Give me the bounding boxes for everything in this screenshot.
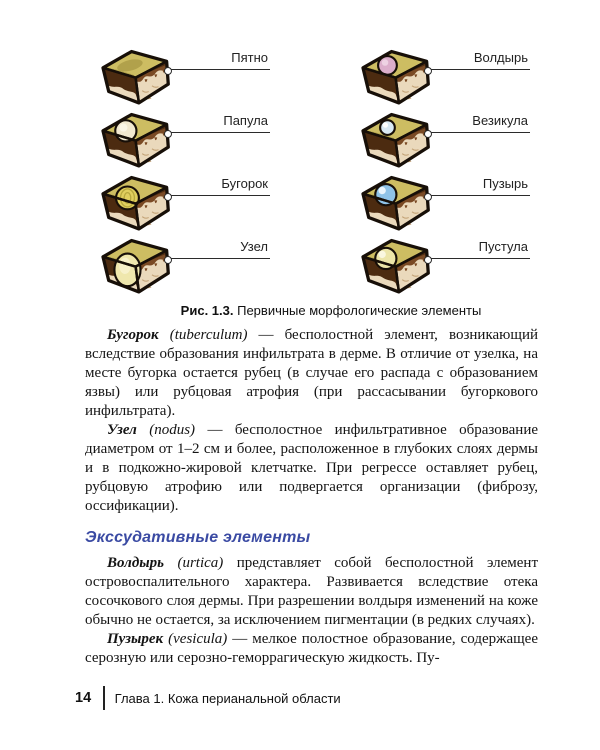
body-text: Бугорок (tuberculum) — бесполостной элем… xyxy=(0,318,600,668)
figure-label: Бугорок xyxy=(221,176,268,191)
paragraph-text: — бесполостное инфильтративное образован… xyxy=(85,422,539,514)
skin-cube-illustration xyxy=(361,175,430,231)
figure-label: Узел xyxy=(240,239,268,254)
skin-cube-illustration xyxy=(101,49,170,105)
figure-label: Папула xyxy=(223,113,268,128)
callout-dot-icon xyxy=(164,66,172,75)
term-latin: (vesicula) xyxy=(163,631,228,647)
figure-callout: Пузырь xyxy=(424,175,530,201)
figure-label: Пятно xyxy=(231,50,268,65)
figure-item-pustule: Пустула xyxy=(350,233,572,296)
figure-callout: Бугорок xyxy=(164,175,270,201)
callout-dot-icon xyxy=(424,129,432,138)
figure-item-spot: Пятно xyxy=(90,44,322,107)
callout-dot-icon xyxy=(424,255,432,264)
term-lead: Бугорок xyxy=(107,327,159,343)
paragraph-node: Узел (nodus) — бесполостное инфильтратив… xyxy=(85,421,538,516)
figure-label: Пустула xyxy=(478,239,528,254)
figure-item-vesicle: Везикула xyxy=(350,107,572,170)
paragraph-text: представляет собой бесполостной элемент … xyxy=(85,555,538,628)
figure-caption: Рис. 1.3. Первичные морфологические элем… xyxy=(90,303,572,318)
paragraph-text: — мелкое полостное образование, содержащ… xyxy=(85,631,538,666)
figure-1-3: Пятно Папула xyxy=(0,0,600,318)
chapter-title: Глава 1. Кожа перианальной области xyxy=(114,690,341,706)
figure-callout: Пустула xyxy=(424,238,530,264)
skin-cube-illustration xyxy=(361,49,430,105)
figure-callout: Папула xyxy=(164,112,270,138)
skin-cube-illustration xyxy=(361,112,430,168)
figure-column-right: Волдырь Везикула xyxy=(350,44,572,296)
figure-callout: Пятно xyxy=(164,49,270,75)
figure-label: Волдырь xyxy=(473,50,528,65)
callout-dot-icon xyxy=(424,66,432,75)
skin-cube-illustration xyxy=(101,112,170,168)
callout-dot-icon xyxy=(164,255,172,264)
figure-grid: Пятно Папула xyxy=(90,44,572,296)
figure-callout: Волдырь xyxy=(424,49,530,75)
page-number: 14 xyxy=(75,690,92,706)
footer-divider xyxy=(103,686,105,710)
callout-dot-icon xyxy=(164,192,172,201)
paragraph-tubercle: Бугорок (tuberculum) — бесполостной элем… xyxy=(85,326,538,421)
figure-caption-number: Рис. 1.3. xyxy=(180,303,234,318)
figure-item-bulla: Пузырь xyxy=(350,170,572,233)
figure-callout: Узел xyxy=(164,238,270,264)
figure-caption-text: Первичные морфологические элементы xyxy=(237,303,482,318)
figure-item-node: Узел xyxy=(90,233,322,296)
term-lead: Волдырь xyxy=(107,555,165,571)
term-latin: (urtica) xyxy=(164,555,224,571)
figure-label: Пузырь xyxy=(482,176,528,191)
skin-cube-illustration xyxy=(101,175,170,231)
figure-callout: Везикула xyxy=(424,112,530,138)
paragraph-vesicle: Пузырек (vesicula) — мелкое полостное об… xyxy=(85,630,538,668)
skin-cube-illustration xyxy=(101,238,170,294)
section-heading: Экссудативные элементы xyxy=(85,529,311,546)
term-latin: (tuberculum) xyxy=(158,327,248,343)
figure-label: Везикула xyxy=(472,113,528,128)
term-lead: Узел xyxy=(107,422,137,438)
figure-item-wheal: Волдырь xyxy=(350,44,572,107)
figure-column-left: Пятно Папула xyxy=(90,44,322,296)
term-latin: (nodus) xyxy=(136,422,196,438)
term-lead: Пузырек xyxy=(107,631,164,647)
figure-item-papule: Папула xyxy=(90,107,322,170)
page-footer: 14 Глава 1. Кожа перианальной области xyxy=(75,686,341,710)
figure-item-tubercle: Бугорок xyxy=(90,170,322,233)
paragraph-wheal: Волдырь (urtica) представляет собой бесп… xyxy=(85,554,538,630)
callout-dot-icon xyxy=(424,192,432,201)
skin-cube-illustration xyxy=(361,238,430,294)
paragraph-text: — бесполостной элемент, возникающий всле… xyxy=(85,327,538,419)
callout-dot-icon xyxy=(164,129,172,138)
